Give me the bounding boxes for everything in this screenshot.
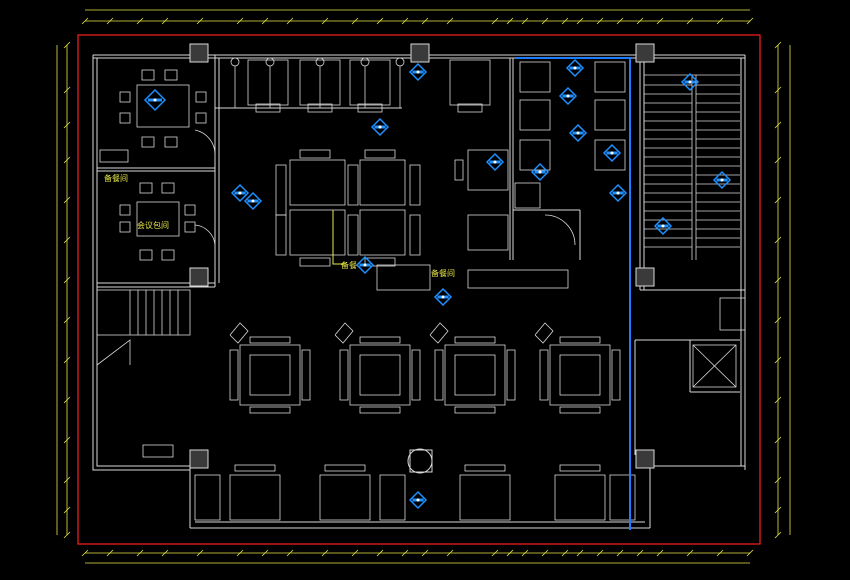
ceiling-diffuser-icon <box>143 88 167 112</box>
dimension-ticks <box>63 17 782 557</box>
ceiling-diffuser-icon <box>485 152 505 172</box>
ceiling-diffuser-icon <box>558 86 578 106</box>
ceiling-diffuser-icon <box>370 117 390 137</box>
dimension-lines <box>56 9 791 564</box>
callout-line <box>332 210 346 265</box>
ceiling-diffuser-icon <box>408 62 428 82</box>
round-column <box>407 448 433 474</box>
ceiling-symbols <box>143 58 732 510</box>
ceiling-diffuser-icon <box>653 216 673 236</box>
ceiling-diffuser-icon <box>355 255 375 275</box>
counter-label: 备餐间 <box>431 268 455 278</box>
ceiling-diffuser-icon <box>230 183 250 203</box>
blue-partition-line <box>515 57 631 530</box>
ceiling-diffuser-icon <box>243 191 263 211</box>
drawing-frame <box>77 34 761 545</box>
room-label-upper: 备餐间 <box>104 173 128 183</box>
ceiling-diffuser-icon <box>608 183 628 203</box>
callout-label: 备餐 <box>341 260 357 270</box>
furniture <box>99 57 636 521</box>
ceiling-diffuser-icon <box>433 287 453 307</box>
columns <box>189 43 655 473</box>
ceiling-diffuser-icon <box>565 58 585 78</box>
ceiling-diffuser-icon <box>680 72 700 92</box>
ceiling-diffuser-icon <box>602 143 622 163</box>
stair-left <box>96 289 191 366</box>
ceiling-diffuser-icon <box>712 170 732 190</box>
room-label-lower: 会议包间 <box>137 220 169 230</box>
ceiling-diffuser-icon <box>530 162 550 182</box>
ceiling-diffuser-icon <box>568 123 588 143</box>
ceiling-diffuser-icon <box>408 490 428 510</box>
elevator <box>692 297 746 388</box>
